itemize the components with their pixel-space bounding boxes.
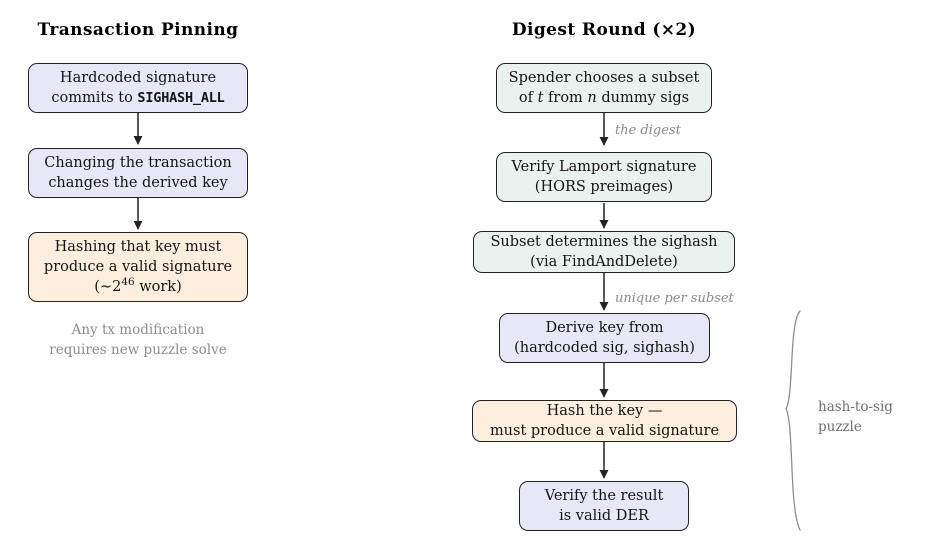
node-line: produce a valid signature xyxy=(43,259,233,275)
node-verify-lamport-signature[interactable]: Verify Lamport signature (HORS preimages… xyxy=(496,152,712,202)
node-subset-determines-sighash[interactable]: Subset determines the sighash (via FindA… xyxy=(473,231,735,273)
node-line: Derive key from xyxy=(545,320,664,336)
right-column-title: Digest Round (×2) xyxy=(511,20,697,40)
node-line: (HORS preimages) xyxy=(534,179,674,195)
node-verify-valid-der[interactable]: Verify the result is valid DER xyxy=(519,481,689,531)
caption-line: requires new puzzle solve xyxy=(49,342,227,359)
brace-label-hash-to-sig-puzzle: hash-to-sig puzzle xyxy=(818,398,893,437)
node-line-text: commits to xyxy=(51,90,138,106)
node-hardcoded-signature[interactable]: Hardcoded signature commits to SIGHASH_A… xyxy=(28,63,248,113)
brace-label-line: puzzle xyxy=(818,418,862,435)
work-suffix: work) xyxy=(134,279,182,295)
left-column-caption: Any tx modification requires new puzzle … xyxy=(28,320,248,361)
node-line: Hash the key — xyxy=(546,403,663,419)
node-line: of t from n dummy sigs xyxy=(519,88,689,108)
node-line: Hardcoded signature xyxy=(59,70,217,86)
node-line: Verify Lamport signature xyxy=(511,159,697,175)
subset-c: dummy sigs xyxy=(596,90,690,106)
edge-label-unique-per-subset: unique per subset xyxy=(615,291,734,306)
node-line: commits to SIGHASH_ALL xyxy=(51,88,224,108)
work-prefix: (∼2 xyxy=(94,279,122,295)
subset-b: from xyxy=(543,90,588,106)
node-line: Hashing that key must xyxy=(54,239,222,255)
node-line: is valid DER xyxy=(559,508,649,524)
node-hashing-key-work[interactable]: Hashing that key must produce a valid si… xyxy=(28,232,248,302)
node-spender-chooses-subset[interactable]: Spender chooses a subset of t from n dum… xyxy=(496,63,712,113)
caption-line: Any tx modification xyxy=(71,322,205,338)
node-line: (hardcoded sig, sighash) xyxy=(514,340,695,356)
node-line: Verify the result xyxy=(544,488,664,504)
work-exponent: 46 xyxy=(121,276,135,289)
var-t: t xyxy=(537,90,544,106)
node-line: (via FindAndDelete) xyxy=(530,254,678,270)
edge-label-the-digest: the digest xyxy=(615,123,681,138)
node-line: Subset determines the sighash xyxy=(490,234,718,250)
left-column-title: Transaction Pinning xyxy=(37,20,239,40)
sighash-all-code: SIGHASH_ALL xyxy=(137,90,225,106)
node-line: Spender chooses a subset xyxy=(508,70,700,86)
var-n: n xyxy=(587,90,597,106)
node-hash-the-key[interactable]: Hash the key — must produce a valid sign… xyxy=(472,400,737,442)
node-line: changes the derived key xyxy=(48,175,228,191)
node-derive-key-from[interactable]: Derive key from (hardcoded sig, sighash) xyxy=(499,313,710,363)
brace-label-line: hash-to-sig xyxy=(818,399,893,415)
node-line: Changing the transaction xyxy=(44,155,232,171)
node-changing-transaction[interactable]: Changing the transaction changes the der… xyxy=(28,148,248,198)
node-line: must produce a valid signature xyxy=(489,423,720,439)
subset-a: of xyxy=(518,90,538,106)
node-line: (∼246 work) xyxy=(94,277,181,297)
